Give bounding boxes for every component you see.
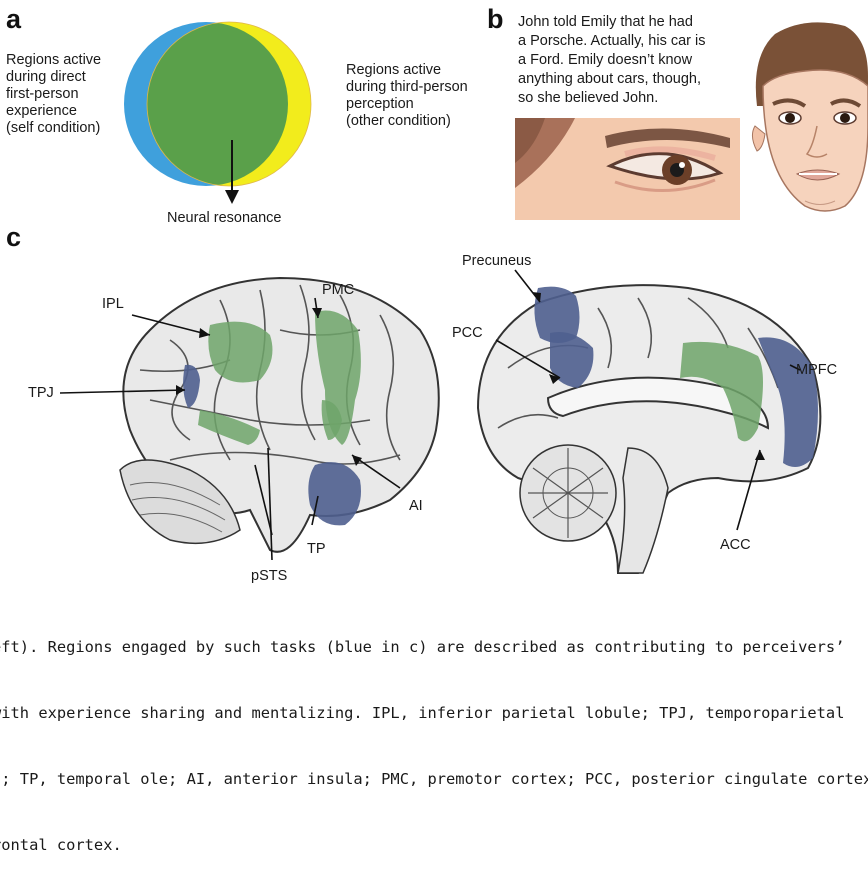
tp-label: TP — [307, 541, 326, 558]
caption-line-3: s; TP, temporal ole; AI, anterior insula… — [0, 768, 868, 790]
pcc-label: PCC — [452, 325, 483, 342]
caption-line-2: with experience sharing and mentalizing.… — [0, 702, 868, 724]
precuneus-label: Precuneus — [462, 253, 531, 270]
caption-line-4: rontal cortex. — [0, 834, 868, 856]
pmc-label: PMC — [322, 282, 354, 299]
psts-label: pSTS — [251, 568, 287, 585]
ipl-label: IPL — [102, 296, 124, 313]
caption-line-1: eft). Regions engaged by such tasks (blu… — [0, 636, 868, 658]
tpj-label: TPJ — [28, 385, 54, 402]
ai-label: AI — [409, 498, 423, 515]
mpfc-label: MPFC — [796, 362, 837, 379]
figure-caption: eft). Regions engaged by such tasks (blu… — [0, 592, 868, 878]
leader-lines — [0, 0, 868, 600]
acc-label: ACC — [720, 537, 751, 554]
